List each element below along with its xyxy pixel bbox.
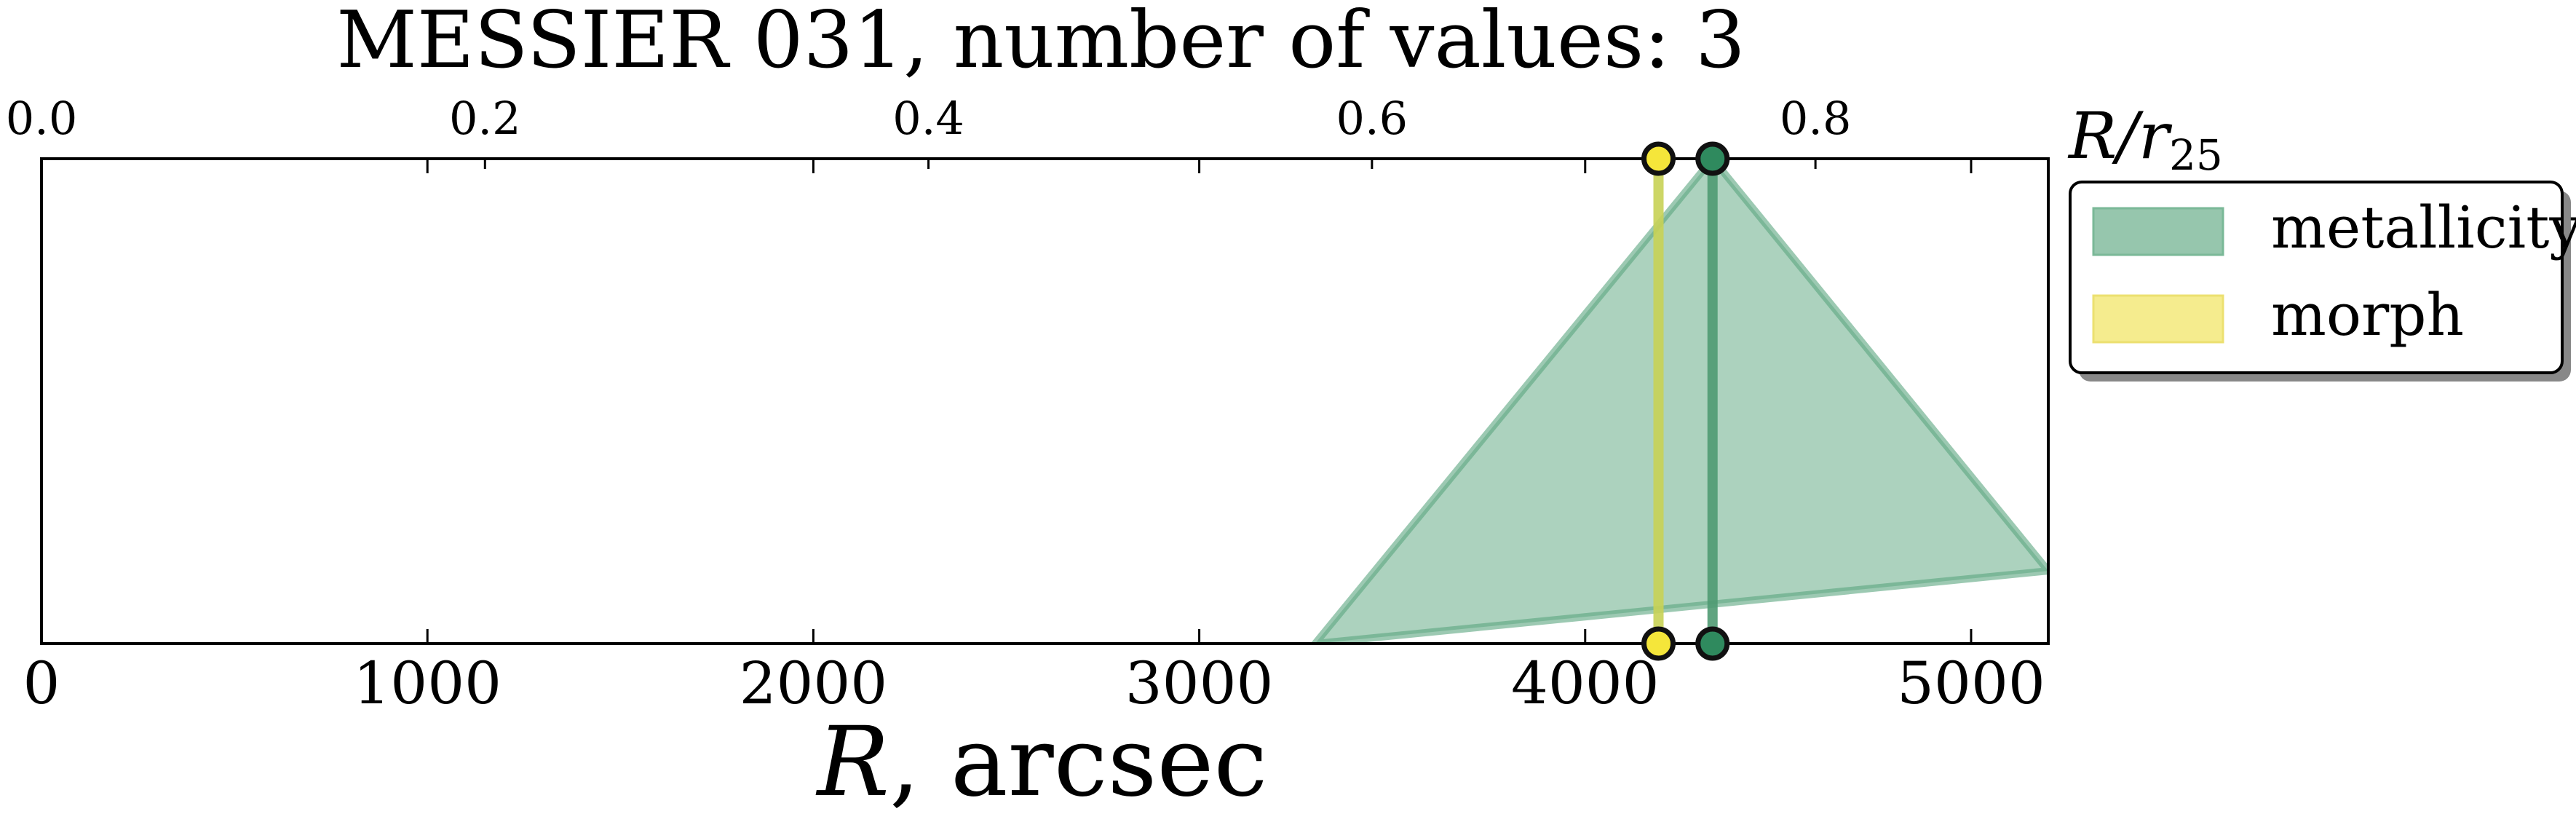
value-marker-metallicity [1695, 141, 1730, 176]
value-marker-morph [1641, 626, 1676, 661]
x-axis-label-unit: , arcsec [889, 706, 1267, 818]
plot-fills [1310, 159, 2048, 644]
top-tick-label: 0.4 [892, 92, 964, 145]
plot-lines [1653, 159, 1718, 644]
plot-frame [40, 157, 2050, 645]
x-tick-label: 5000 [1897, 649, 2045, 717]
top-tick-label: 0.2 [449, 92, 521, 145]
metallicity-area [1310, 159, 2048, 644]
top-axis: 0.0 0.2 0.4 0.6 0.8 [6, 92, 1852, 169]
top-axis-label-sub: 25 [2169, 130, 2223, 180]
legend-swatch-metallicity [2092, 207, 2224, 256]
x-tick-label: 0 [23, 649, 60, 717]
legend-swatch-morph [2092, 294, 2224, 344]
legend-label-metallicity: metallicity [2271, 194, 2576, 261]
legend: metallicity morph [2069, 181, 2576, 382]
value-marker-morph [1641, 141, 1676, 176]
value-marker-metallicity [1695, 626, 1730, 661]
top-tick-label: 0.6 [1336, 92, 1408, 145]
top-tick-label: 0.8 [1780, 92, 1852, 145]
bottom-axis: 0 1000 2000 3000 4000 5000 [23, 159, 2045, 717]
x-tick-label: 1000 [353, 649, 502, 717]
chart-title: MESSIER 031, number of values: 3 [336, 0, 1745, 86]
x-axis-label: R, arcsec [816, 706, 1268, 818]
markers [1641, 141, 1730, 661]
x-axis-label-var: R [816, 706, 889, 818]
top-axis-label-main: R/r [2067, 98, 2173, 173]
x-tick-label: 4000 [1511, 649, 1660, 717]
x-tick-label: 3000 [1125, 649, 1274, 717]
legend-label-morph: morph [2271, 281, 2464, 349]
x-tick-label: 2000 [740, 649, 888, 717]
top-tick-label: 0.0 [6, 92, 78, 145]
top-axis-label: R/r25 [2067, 98, 2223, 180]
